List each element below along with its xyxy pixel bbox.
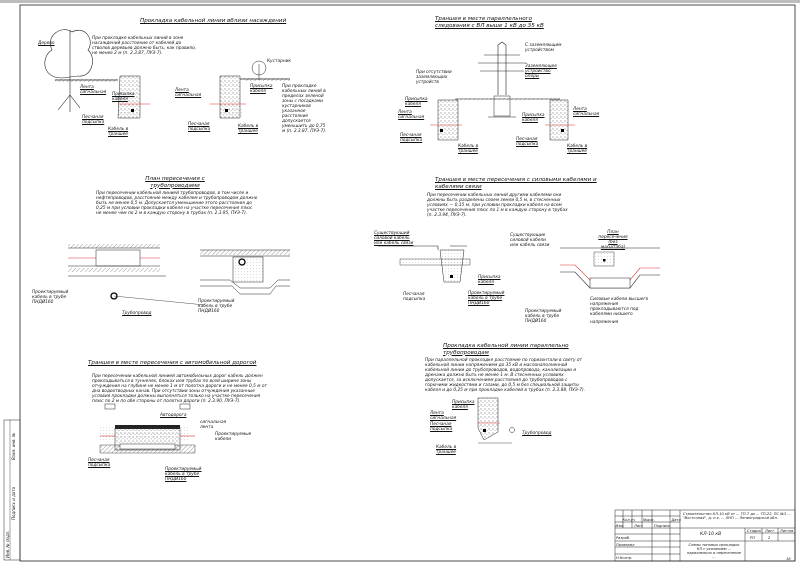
tape-label: Лента сигнальная bbox=[430, 411, 457, 421]
col-change: Изм. bbox=[615, 523, 624, 528]
stamp-inv: Инв. № подл. bbox=[5, 530, 10, 558]
drawing-name: Схемы типовых прокладок КЛ с указанием .… bbox=[687, 543, 741, 559]
stage-header: Стадия bbox=[747, 529, 761, 533]
trees-drawing bbox=[44, 29, 290, 119]
trench-left bbox=[437, 99, 459, 141]
trees-section-title: Прокладка кабельной линии вблизи насажде… bbox=[140, 18, 287, 24]
row-checked: Проверил bbox=[616, 542, 635, 547]
backfill-label: Присыпка кабеля bbox=[250, 84, 273, 94]
existing-cables-label: Существующие силовой кабели или кабель с… bbox=[510, 233, 550, 248]
tree-crown bbox=[44, 29, 93, 79]
backfill-label: Присыпка кабеля bbox=[405, 97, 428, 107]
designed-cable-label: Проектируемый кабель в трубе ПНДØ160 bbox=[32, 290, 69, 305]
with-ground-label: С заземляющим устройством bbox=[525, 43, 562, 53]
cable-label: Кабель в траншее bbox=[436, 445, 457, 455]
sand-label: Песчаная подсыпка bbox=[516, 137, 539, 147]
sand-label: Песчаная подсыпка bbox=[400, 133, 423, 143]
backfill-label: Присыпка кабеля bbox=[522, 113, 545, 123]
backfill-label: Присыпка кабеля bbox=[478, 275, 501, 285]
pipeline-section bbox=[110, 292, 118, 300]
tape-label: сигнальная лента bbox=[200, 420, 227, 430]
backfill-label: Присыпка кабеля bbox=[112, 92, 135, 102]
without-ground-label: При отсутствии заземляющих устройств bbox=[416, 70, 452, 85]
pipeline-section bbox=[509, 427, 515, 433]
existing-cable-label: Существующий силовой кабель или кабель с… bbox=[374, 231, 414, 246]
page-number: 18 bbox=[786, 557, 791, 561]
tree-trunk bbox=[57, 30, 81, 112]
parallel-section-title: Прокладка кабельной линии параллельно тр… bbox=[443, 343, 569, 356]
cable-label: Кабель в траншее bbox=[567, 144, 588, 154]
cable-crossing-drawing bbox=[378, 245, 660, 289]
shrub-label: Кустарник bbox=[267, 59, 292, 64]
pipeline-label: Трубопровод bbox=[522, 431, 552, 436]
road-crossing-drawing bbox=[99, 403, 196, 454]
hv-note: Силовые кабели высшего напряжения прокла… bbox=[590, 297, 649, 317]
stamp-replace: Взам. инв. № bbox=[11, 432, 16, 460]
sand-label: Песчаная подсыпка bbox=[403, 292, 426, 302]
sand-label: Песчаная подсыпка bbox=[88, 458, 111, 468]
tape-label: Лента сигнальная bbox=[573, 107, 600, 117]
designed-cable-label: Проектируемый кабель в трубе ПНДØ160 bbox=[198, 299, 235, 314]
tape-label: Лента сигнальная bbox=[175, 88, 202, 98]
row-norm-control: Н.Контр. bbox=[616, 556, 633, 560]
pole-ground-label: Заземляющее устройство опоры bbox=[525, 64, 557, 79]
hv-note-2: напряжения bbox=[590, 320, 619, 325]
trench-right bbox=[549, 99, 569, 141]
designed-cable-label: Проектируемый кабель в трубе ПНДØ160 bbox=[468, 291, 505, 306]
pipes-plan-note: При пересечении кабельной линией трубопр… bbox=[96, 191, 258, 216]
project-name: Строительство КЛ-10 кВ от ... ТП-7 до ..… bbox=[683, 512, 791, 520]
sand-label: Песчаная подсыпка bbox=[188, 122, 211, 132]
shrub-note: При прокладке кабельных линий в пределах… bbox=[282, 84, 327, 134]
cable-cross-note: При пересечении кабельных линий другими … bbox=[427, 193, 568, 218]
binding-stamp-box bbox=[3, 419, 21, 561]
pipes-plan-title: План пересечения с трубопроводами bbox=[145, 176, 205, 189]
sand-label: Песчаная подсыпка bbox=[430, 422, 453, 432]
parallel-note: При параллельной прокладке расстояние по… bbox=[425, 358, 586, 393]
title-block bbox=[614, 509, 796, 562]
viewer-top-bar bbox=[0, 0, 800, 3]
tape-label: Лента сигнальная bbox=[398, 110, 425, 120]
road-label: Автодорога bbox=[160, 413, 187, 418]
cable-label: Кабель в траншее bbox=[238, 124, 259, 134]
tree-label: Дерево bbox=[38, 41, 55, 46]
cables-label: Проектируемые кабели bbox=[215, 432, 252, 442]
sheet-frame bbox=[19, 4, 796, 562]
stamp-sign-date: Подпись и дата bbox=[11, 486, 16, 520]
cable-label: Кабель в траншее bbox=[108, 127, 129, 137]
cable-label: Кабель в траншее bbox=[458, 144, 479, 154]
backfill-label: Присыпка кабеля bbox=[452, 400, 475, 410]
designed-cable-label: Проектируемый кабель в трубе ПНДØ160 bbox=[165, 467, 202, 482]
cable-mark bbox=[131, 109, 134, 112]
sheet-value: 2 bbox=[768, 535, 771, 540]
pipes-plan-drawing bbox=[68, 244, 290, 306]
col-doc: №док. bbox=[643, 517, 655, 522]
parallel-pipes-drawing bbox=[477, 397, 515, 444]
pipeline-label: Трубопровод bbox=[122, 311, 152, 316]
col-sheet: Лист bbox=[634, 523, 644, 528]
overhead-section-title: Траншея в месте параллельного следования… bbox=[435, 16, 544, 29]
road-note: При пересечении кабельной линией автомоб… bbox=[92, 374, 267, 404]
overhead-line-drawing bbox=[430, 41, 575, 141]
sand-label: Песчаная подсыпка bbox=[82, 115, 105, 125]
row-developer: Разраб. bbox=[616, 536, 631, 540]
pole-icon bbox=[497, 41, 507, 95]
drawing-code: КЛ-10 кВ bbox=[700, 532, 722, 537]
sheets-header: Листов bbox=[780, 529, 794, 533]
sheet-header: Лист bbox=[765, 529, 775, 533]
road-section-title: Траншея в месте пересечения с автомобиль… bbox=[88, 360, 257, 366]
col-qty: Кол.уч bbox=[622, 517, 635, 522]
cable-cross-title: Траншея в месте пересечения с силовыми к… bbox=[435, 177, 597, 190]
plan-label: План пересечения (без масштаба) bbox=[598, 230, 628, 250]
col-sign: Подпись bbox=[654, 523, 671, 528]
stage-value: РП bbox=[750, 535, 755, 540]
trees-note: При прокладке кабельных линий в зоне нас… bbox=[92, 36, 197, 56]
tape-label: Лента сигнальная bbox=[80, 85, 107, 95]
col-date: Дата bbox=[671, 517, 681, 522]
designed-cable-label: Проектируемый кабель в трубе ПНДØ160 bbox=[525, 309, 562, 324]
